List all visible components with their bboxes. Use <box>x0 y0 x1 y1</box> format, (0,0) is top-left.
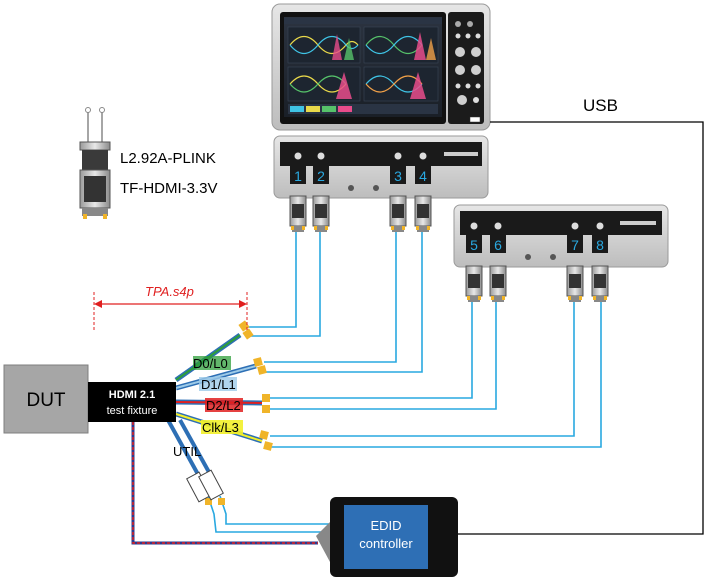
channel-8-label: 8 <box>596 237 604 253</box>
tpa-label: TPA.s4p <box>145 284 194 299</box>
scope-control-panel <box>448 12 484 124</box>
lane-clk-label: Clk/L3 <box>202 420 239 435</box>
lane-d2-label: D2/L2 <box>206 398 241 413</box>
channel-4-label: 4 <box>419 168 427 184</box>
dut-label: DUT <box>26 390 65 411</box>
fixture-line2: test fixture <box>107 405 158 417</box>
lane-d1-label: D1/L1 <box>201 377 236 392</box>
oscilloscope <box>271 3 491 131</box>
probe-illustration: L2.92A-PLINK TF-HDMI-3.3V <box>79 107 218 219</box>
channel-3-label: 3 <box>394 168 402 184</box>
channel-5-label: 5 <box>470 237 478 253</box>
channel-7-label: 7 <box>571 237 579 253</box>
channel-labels: 1 2 3 4 5 6 7 8 <box>290 166 608 253</box>
channel-2-label: 2 <box>317 168 325 184</box>
eye-diagram-traces <box>287 26 439 114</box>
test-fixture: HDMI 2.1 test fixture <box>88 382 176 422</box>
channel-1-label: 1 <box>294 168 302 184</box>
acquisition-module-2 <box>453 204 669 268</box>
probe-model-2: TF-HDMI-3.3V <box>120 180 218 197</box>
usb-cable: USB <box>458 96 704 535</box>
channel-6-label: 6 <box>494 237 502 253</box>
edid-controller: EDID controller <box>316 497 458 577</box>
edid-line2: controller <box>359 536 413 551</box>
usb-label: USB <box>583 96 618 115</box>
fixture-edid-cable <box>131 422 318 545</box>
util-label: UTIL <box>173 444 201 459</box>
lane-d0-label: D0/L0 <box>193 356 228 371</box>
fixture-line1: HDMI 2.1 <box>109 389 155 401</box>
probe-adapters-module-1 <box>289 195 432 232</box>
channel-cables <box>248 232 602 448</box>
probe-model-1: L2.92A-PLINK <box>120 150 216 167</box>
acquisition-module-1 <box>273 135 489 199</box>
edid-line1: EDID <box>370 518 401 533</box>
probe-adapters-module-2 <box>465 265 609 302</box>
tpa-dimension: TPA.s4p <box>93 284 248 332</box>
lane-labels: D0/L0 D1/L1 D2/L2 Clk/L3 UTIL <box>173 356 243 459</box>
util-adapter <box>186 469 224 503</box>
dut-box: DUT <box>3 364 89 434</box>
